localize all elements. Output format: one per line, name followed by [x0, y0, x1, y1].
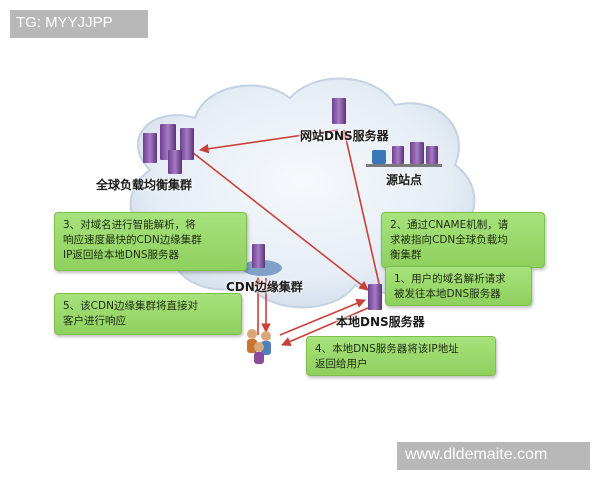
note-step-4: 4、本地DNS服务器将该IP地址 返回给用户 [306, 336, 496, 376]
label-local-dns: 本地DNS服务器 [336, 315, 425, 329]
note-step-4-line: 4、本地DNS服务器将该IP地址 [315, 343, 459, 355]
note-step-3-line: 响应速度最快的CDN边缘集群 [63, 234, 202, 246]
arrow-site-dns-to-gslb [199, 129, 339, 154]
flow-arrows [191, 129, 381, 346]
watermark-top: TG: MYYJJPP [10, 10, 148, 38]
note-step-2: 2、通过CNAME机制，请 求被指向CDN全球负载均 衡集群 [381, 212, 545, 268]
watermark-bottom: www.dldemaite.com [397, 442, 590, 470]
local-dns-server-icon [368, 284, 382, 310]
note-step-2-line: 2、通过CNAME机制，请 [390, 219, 509, 231]
label-origin: 源站点 [386, 173, 423, 187]
users-icon [247, 329, 271, 364]
cdn-edge-servers-icon [242, 244, 282, 276]
label-site-dns: 网站DNS服务器 [300, 129, 389, 143]
site-dns-server-icon [332, 98, 346, 124]
note-step-1: 1、用户的域名解析请求 被发往本地DNS服务器 [385, 266, 532, 306]
arrow-local-dns-to-site-dns [341, 129, 381, 289]
arrow-local-dns-to-user [281, 307, 369, 346]
origin-servers-icon [366, 142, 442, 167]
note-step-3-line: IP返回给本地DNS服务器 [63, 249, 180, 261]
label-gslb: 全球负载均衡集群 [96, 178, 193, 192]
note-step-3: 3、对域名进行智能解析，将 响应速度最快的CDN边缘集群 IP返回给本地DNS服… [54, 212, 247, 271]
note-step-5-line: 5、该CDN边缘集群将直接对 [63, 300, 198, 312]
gslb-servers-icon [143, 124, 194, 174]
note-step-2-line: 求被指向CDN全球负载均 [390, 234, 508, 246]
note-step-3-line: 3、对域名进行智能解析，将 [63, 219, 196, 231]
note-step-2-line: 衡集群 [390, 249, 422, 261]
label-cdn-edge: CDN边缘集群 [226, 280, 303, 294]
note-step-1-line: 被发往本地DNS服务器 [394, 288, 501, 300]
note-step-4-line: 返回给用户 [315, 358, 368, 370]
arrow-user-to-local-dns [279, 298, 366, 336]
arrow-gslb-to-local-dns [191, 151, 369, 291]
note-step-1-line: 1、用户的域名解析请求 [394, 273, 506, 285]
note-step-5-line: 客户进行响应 [63, 315, 126, 327]
note-step-5: 5、该CDN边缘集群将直接对 客户进行响应 [54, 293, 242, 335]
